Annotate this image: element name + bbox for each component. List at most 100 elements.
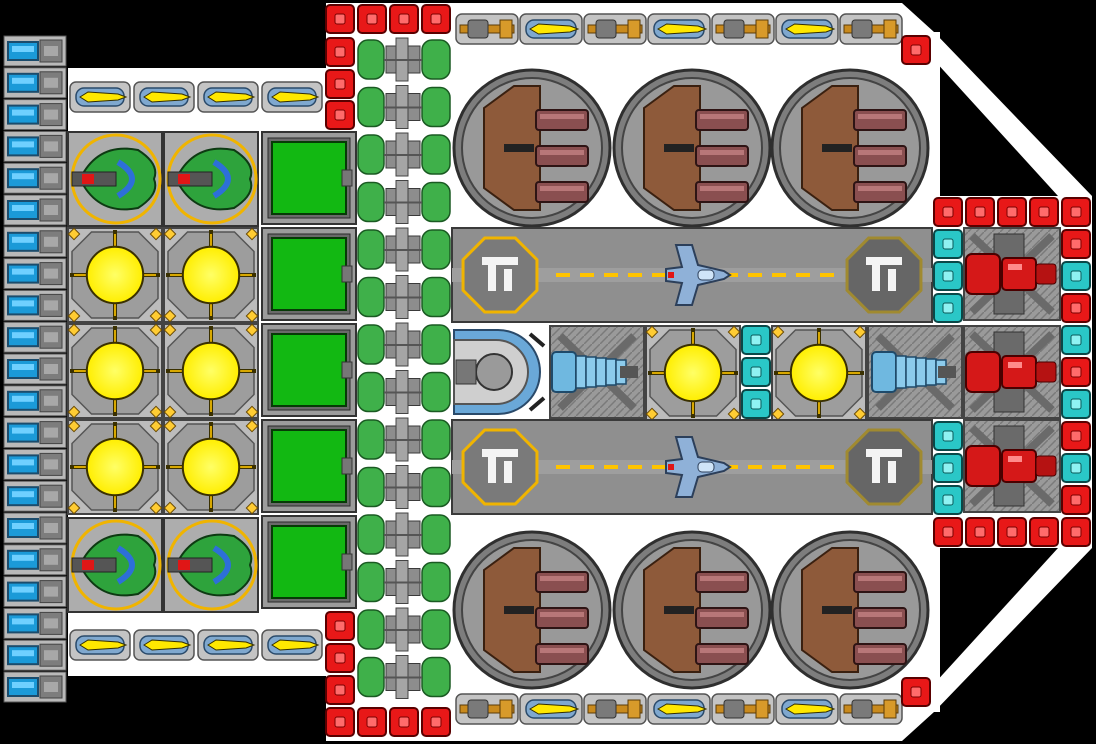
light-icon[interactable] bbox=[933, 197, 963, 227]
railgun-turret-icon[interactable] bbox=[770, 68, 930, 228]
thruster-icon[interactable] bbox=[3, 385, 67, 417]
thruster-icon[interactable] bbox=[3, 353, 67, 385]
missile-icon[interactable] bbox=[647, 693, 711, 725]
missile-icon[interactable] bbox=[775, 693, 839, 725]
light-icon[interactable] bbox=[1061, 517, 1091, 547]
light-icon[interactable] bbox=[741, 325, 771, 355]
light-icon[interactable] bbox=[1061, 389, 1091, 419]
light-icon[interactable] bbox=[901, 677, 931, 707]
power-core-icon[interactable] bbox=[163, 419, 259, 515]
missile-icon[interactable] bbox=[133, 81, 195, 113]
thruster-icon[interactable] bbox=[3, 289, 67, 321]
power-core-icon[interactable] bbox=[163, 323, 259, 419]
light-icon[interactable] bbox=[1061, 485, 1091, 515]
drill-icon[interactable] bbox=[455, 13, 519, 45]
railgun-turret-icon[interactable] bbox=[612, 68, 772, 228]
light-icon[interactable] bbox=[965, 517, 995, 547]
plasma-cannon-icon[interactable] bbox=[67, 517, 163, 613]
drill-icon[interactable] bbox=[711, 13, 775, 45]
light-icon[interactable] bbox=[1061, 421, 1091, 451]
light-icon[interactable] bbox=[933, 453, 963, 483]
power-core-icon[interactable] bbox=[67, 227, 163, 323]
light-icon[interactable] bbox=[1029, 517, 1059, 547]
light-icon[interactable] bbox=[741, 389, 771, 419]
thruster-icon[interactable] bbox=[3, 162, 67, 194]
light-icon[interactable] bbox=[997, 517, 1027, 547]
railgun-turret-icon[interactable] bbox=[452, 530, 612, 690]
missile-icon[interactable] bbox=[197, 81, 259, 113]
missile-icon[interactable] bbox=[647, 13, 711, 45]
drill-icon[interactable] bbox=[583, 693, 647, 725]
thruster-icon[interactable] bbox=[3, 671, 67, 703]
light-icon[interactable] bbox=[1061, 197, 1091, 227]
shuttle-icon[interactable] bbox=[665, 436, 732, 498]
drill-icon[interactable] bbox=[583, 13, 647, 45]
light-icon[interactable] bbox=[933, 421, 963, 451]
power-core-icon[interactable] bbox=[771, 325, 867, 421]
engine-icon[interactable] bbox=[963, 325, 1061, 419]
battery-icon[interactable] bbox=[261, 131, 357, 225]
light-icon[interactable] bbox=[325, 4, 355, 34]
thruster-icon[interactable] bbox=[3, 480, 67, 512]
power-core-icon[interactable] bbox=[67, 419, 163, 515]
light-icon[interactable] bbox=[933, 261, 963, 291]
drill-icon[interactable] bbox=[839, 13, 903, 45]
power-core-icon[interactable] bbox=[645, 325, 741, 421]
light-icon[interactable] bbox=[325, 611, 355, 641]
battery-icon[interactable] bbox=[261, 419, 357, 513]
railgun-turret-icon[interactable] bbox=[612, 530, 772, 690]
light-icon[interactable] bbox=[325, 707, 355, 737]
thruster-icon[interactable] bbox=[3, 321, 67, 353]
light-icon[interactable] bbox=[389, 4, 419, 34]
light-icon[interactable] bbox=[1061, 357, 1091, 387]
thruster-icon[interactable] bbox=[3, 607, 67, 639]
thruster-icon[interactable] bbox=[3, 258, 67, 290]
thruster-icon[interactable] bbox=[3, 544, 67, 576]
light-icon[interactable] bbox=[421, 4, 451, 34]
engine-icon[interactable] bbox=[963, 227, 1061, 321]
light-icon[interactable] bbox=[933, 293, 963, 323]
thruster-icon[interactable] bbox=[549, 325, 645, 419]
thruster-icon[interactable] bbox=[3, 226, 67, 258]
light-icon[interactable] bbox=[901, 35, 931, 65]
thruster-icon[interactable] bbox=[3, 639, 67, 671]
light-icon[interactable] bbox=[1061, 325, 1091, 355]
light-icon[interactable] bbox=[1061, 453, 1091, 483]
missile-icon[interactable] bbox=[69, 629, 131, 661]
missile-icon[interactable] bbox=[519, 693, 583, 725]
light-icon[interactable] bbox=[357, 4, 387, 34]
thruster-icon[interactable] bbox=[3, 130, 67, 162]
missile-icon[interactable] bbox=[261, 629, 323, 661]
power-core-icon[interactable] bbox=[67, 323, 163, 419]
engine-icon[interactable] bbox=[963, 419, 1061, 513]
thruster-icon[interactable] bbox=[3, 67, 67, 99]
thruster-icon[interactable] bbox=[3, 576, 67, 608]
plasma-cannon-icon[interactable] bbox=[163, 517, 259, 613]
missile-icon[interactable] bbox=[519, 13, 583, 45]
battery-icon[interactable] bbox=[261, 227, 357, 321]
railgun-turret-icon[interactable] bbox=[770, 530, 930, 690]
railgun-turret-icon[interactable] bbox=[452, 68, 612, 228]
light-icon[interactable] bbox=[1061, 293, 1091, 323]
light-icon[interactable] bbox=[933, 229, 963, 259]
light-icon[interactable] bbox=[325, 643, 355, 673]
light-icon[interactable] bbox=[741, 357, 771, 387]
missile-icon[interactable] bbox=[261, 81, 323, 113]
thruster-icon[interactable] bbox=[3, 99, 67, 131]
thruster-icon[interactable] bbox=[3, 448, 67, 480]
light-icon[interactable] bbox=[357, 707, 387, 737]
shuttle-icon[interactable] bbox=[665, 244, 732, 306]
drill-icon[interactable] bbox=[839, 693, 903, 725]
battery-icon[interactable] bbox=[261, 515, 357, 609]
thruster-icon[interactable] bbox=[3, 417, 67, 449]
light-icon[interactable] bbox=[325, 100, 355, 130]
light-icon[interactable] bbox=[325, 37, 355, 67]
light-icon[interactable] bbox=[1029, 197, 1059, 227]
missile-icon[interactable] bbox=[133, 629, 195, 661]
light-icon[interactable] bbox=[965, 197, 995, 227]
light-icon[interactable] bbox=[421, 707, 451, 737]
thruster-icon[interactable] bbox=[3, 512, 67, 544]
light-icon[interactable] bbox=[389, 707, 419, 737]
thruster-icon[interactable] bbox=[3, 35, 67, 67]
missile-icon[interactable] bbox=[197, 629, 259, 661]
